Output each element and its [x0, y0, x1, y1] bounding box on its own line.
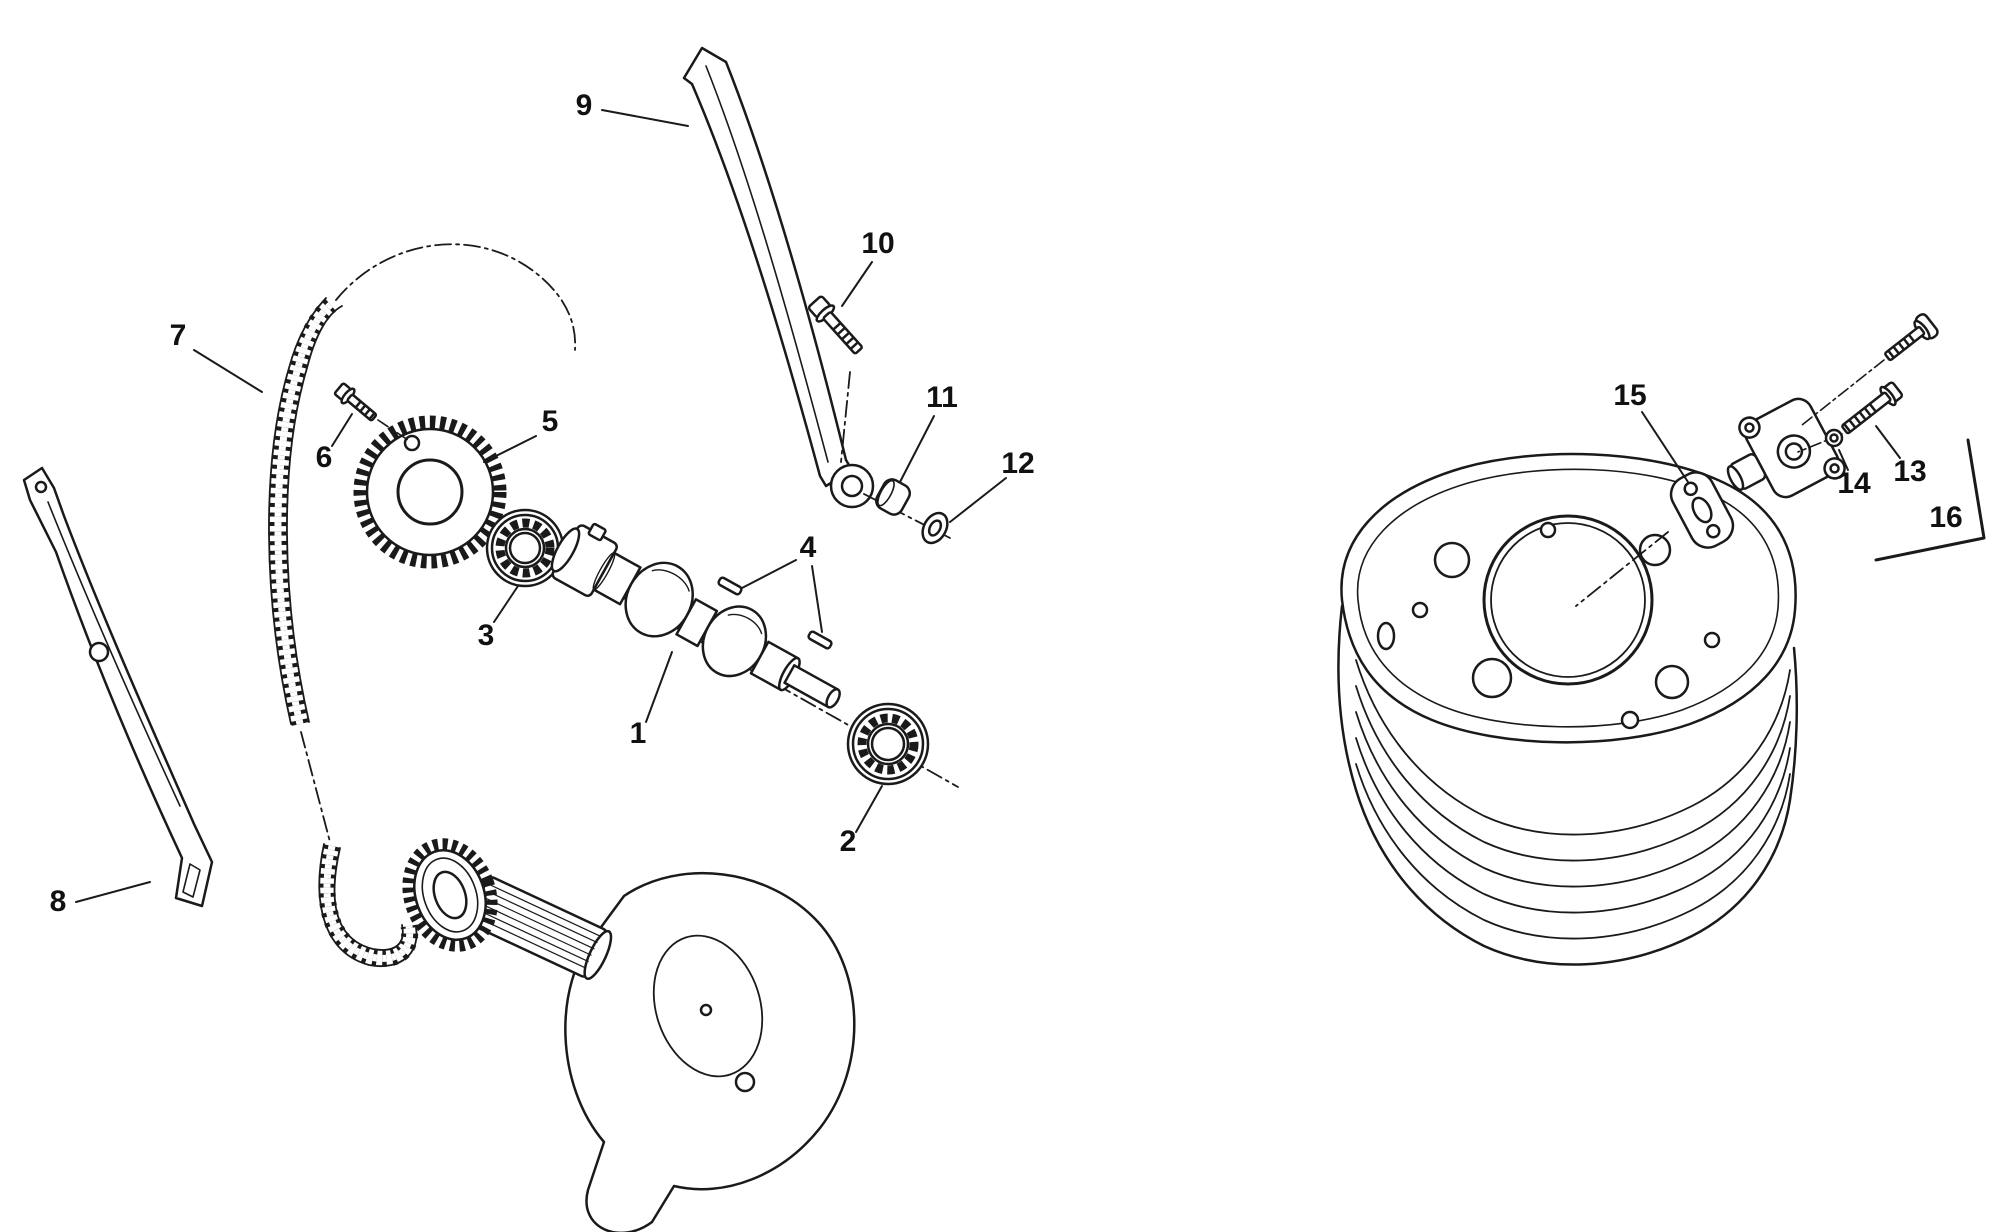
- part-label-14: 14: [1837, 467, 1871, 500]
- part-label-5: 5: [541, 405, 559, 438]
- cylinder-block: [1337, 452, 1799, 966]
- leader-10: [841, 261, 873, 307]
- part-label-3: 3: [477, 619, 495, 652]
- group-bracket: [1874, 438, 1986, 562]
- part-label-8: 8: [49, 885, 67, 918]
- part-label-12: 12: [1001, 447, 1035, 480]
- part-label-6: 6: [315, 441, 333, 474]
- part-label-15: 15: [1613, 379, 1647, 412]
- leader-12: [949, 477, 1007, 523]
- part-label-13: 13: [1893, 455, 1927, 488]
- leader-4b: [811, 565, 823, 633]
- leader-8: [75, 881, 151, 903]
- part-label-1: 1: [629, 717, 647, 750]
- part-label-2: 2: [839, 825, 857, 858]
- leader-9: [601, 109, 689, 127]
- leader-2: [855, 785, 883, 833]
- timing-chain: [268, 243, 577, 967]
- tensioner-washer: [1824, 428, 1844, 448]
- part-label-16: 16: [1929, 501, 1963, 534]
- leader-15: [1641, 411, 1689, 483]
- part-label-9: 9: [575, 89, 593, 122]
- part-label-10: 10: [861, 227, 895, 260]
- part-label-7: 7: [169, 319, 187, 352]
- part-label-11: 11: [926, 381, 958, 414]
- crankshaft-with-sprocket: [402, 838, 856, 1232]
- leader-lines: [75, 109, 1901, 903]
- leader-11: [899, 415, 935, 483]
- tensioner-bolt: [1797, 381, 1904, 453]
- camshaft-sprocket: [353, 415, 507, 569]
- leader-13: [1875, 425, 1901, 459]
- sprocket-bolt: [333, 382, 409, 441]
- leader-1: [645, 651, 673, 723]
- tensioner-screw-set: [1801, 313, 1986, 562]
- tensioner-arm-bolt: [807, 295, 863, 355]
- chain-tensioner-body: [1726, 397, 1846, 499]
- chain-guide-blade: [22, 466, 214, 908]
- leader-4a: [741, 559, 797, 589]
- washer: [921, 511, 949, 545]
- leader-7: [193, 349, 263, 393]
- camshaft: [550, 522, 841, 709]
- spacer-bushing: [874, 478, 912, 516]
- camshaft-bearing-right: [846, 702, 930, 786]
- leader-5: [483, 435, 537, 463]
- dowel-pins: [717, 576, 833, 650]
- tensioner-gasket: [1575, 471, 1735, 607]
- leader-3: [493, 585, 519, 623]
- part-label-4: 4: [799, 531, 817, 564]
- leader-14: [1838, 449, 1849, 471]
- leader-6: [331, 413, 353, 447]
